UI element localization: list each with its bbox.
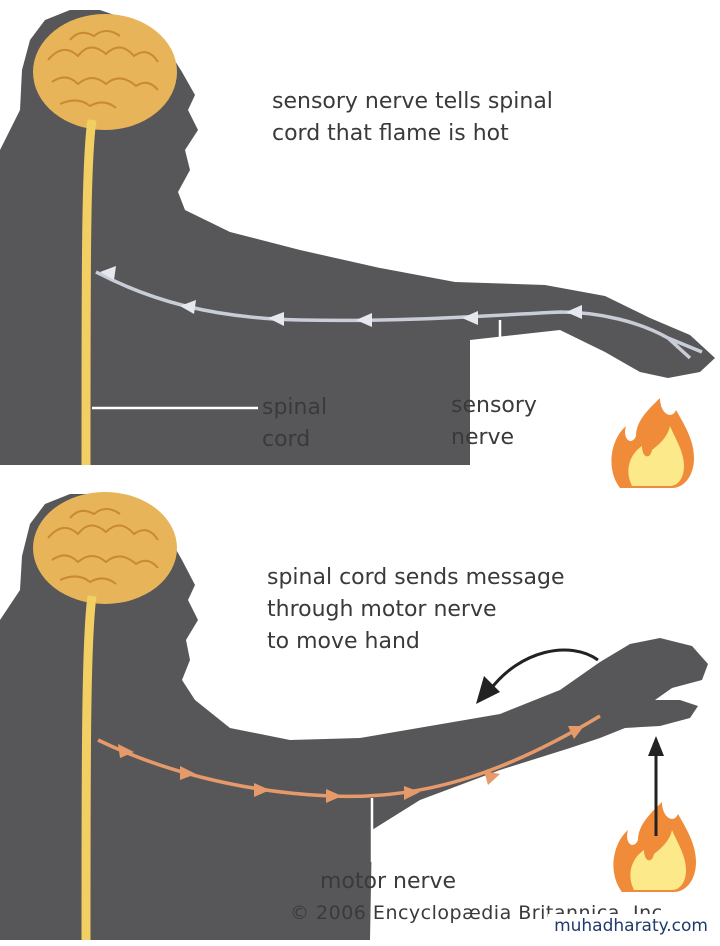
motor-arrowhead <box>568 726 584 739</box>
motor-arrowhead <box>254 783 270 797</box>
top-brain <box>33 14 177 130</box>
top-panel <box>0 10 715 488</box>
spinal-cord-label: spinal cord <box>262 395 328 452</box>
motor-nerve-arrowheads <box>118 726 584 803</box>
sensory-arrowhead <box>462 311 478 325</box>
top-caption: sensory nerve tells spinal cord that fla… <box>272 89 553 146</box>
motor-arrowhead <box>118 744 134 758</box>
sensory-arrowhead <box>268 312 284 326</box>
hand-movement-arrowhead <box>476 676 500 704</box>
bottom-flame-icon <box>613 802 696 892</box>
sensory-arrowhead <box>566 305 582 319</box>
motor-arrowhead <box>180 766 196 780</box>
bottom-caption: spinal cord sends message through motor … <box>267 565 565 654</box>
sensory-nerve-label: sensory nerve <box>451 393 537 450</box>
bottom-brain <box>33 492 177 604</box>
motor-arrowhead <box>404 786 420 800</box>
hand-movement-arrow <box>488 648 599 691</box>
bottom-spinal-cord <box>81 595 97 941</box>
motor-nerve-label: motor nerve <box>320 869 457 894</box>
sensory-arrowhead <box>356 313 372 327</box>
top-flame-icon <box>611 398 694 488</box>
motor-arrowhead <box>326 789 342 803</box>
top-body-silhouette <box>0 10 715 465</box>
motor-arrowhead <box>484 771 500 785</box>
sensory-nerve-arrowheads <box>100 266 582 327</box>
bottom-panel <box>0 492 708 941</box>
heat-arrowhead <box>648 736 664 756</box>
sensory-arrowhead <box>100 266 116 280</box>
watermark: muhadharaty.com <box>548 914 714 938</box>
top-spinal-cord <box>81 119 97 466</box>
sensory-arrowhead <box>180 300 196 314</box>
bottom-body-silhouette <box>0 494 708 940</box>
